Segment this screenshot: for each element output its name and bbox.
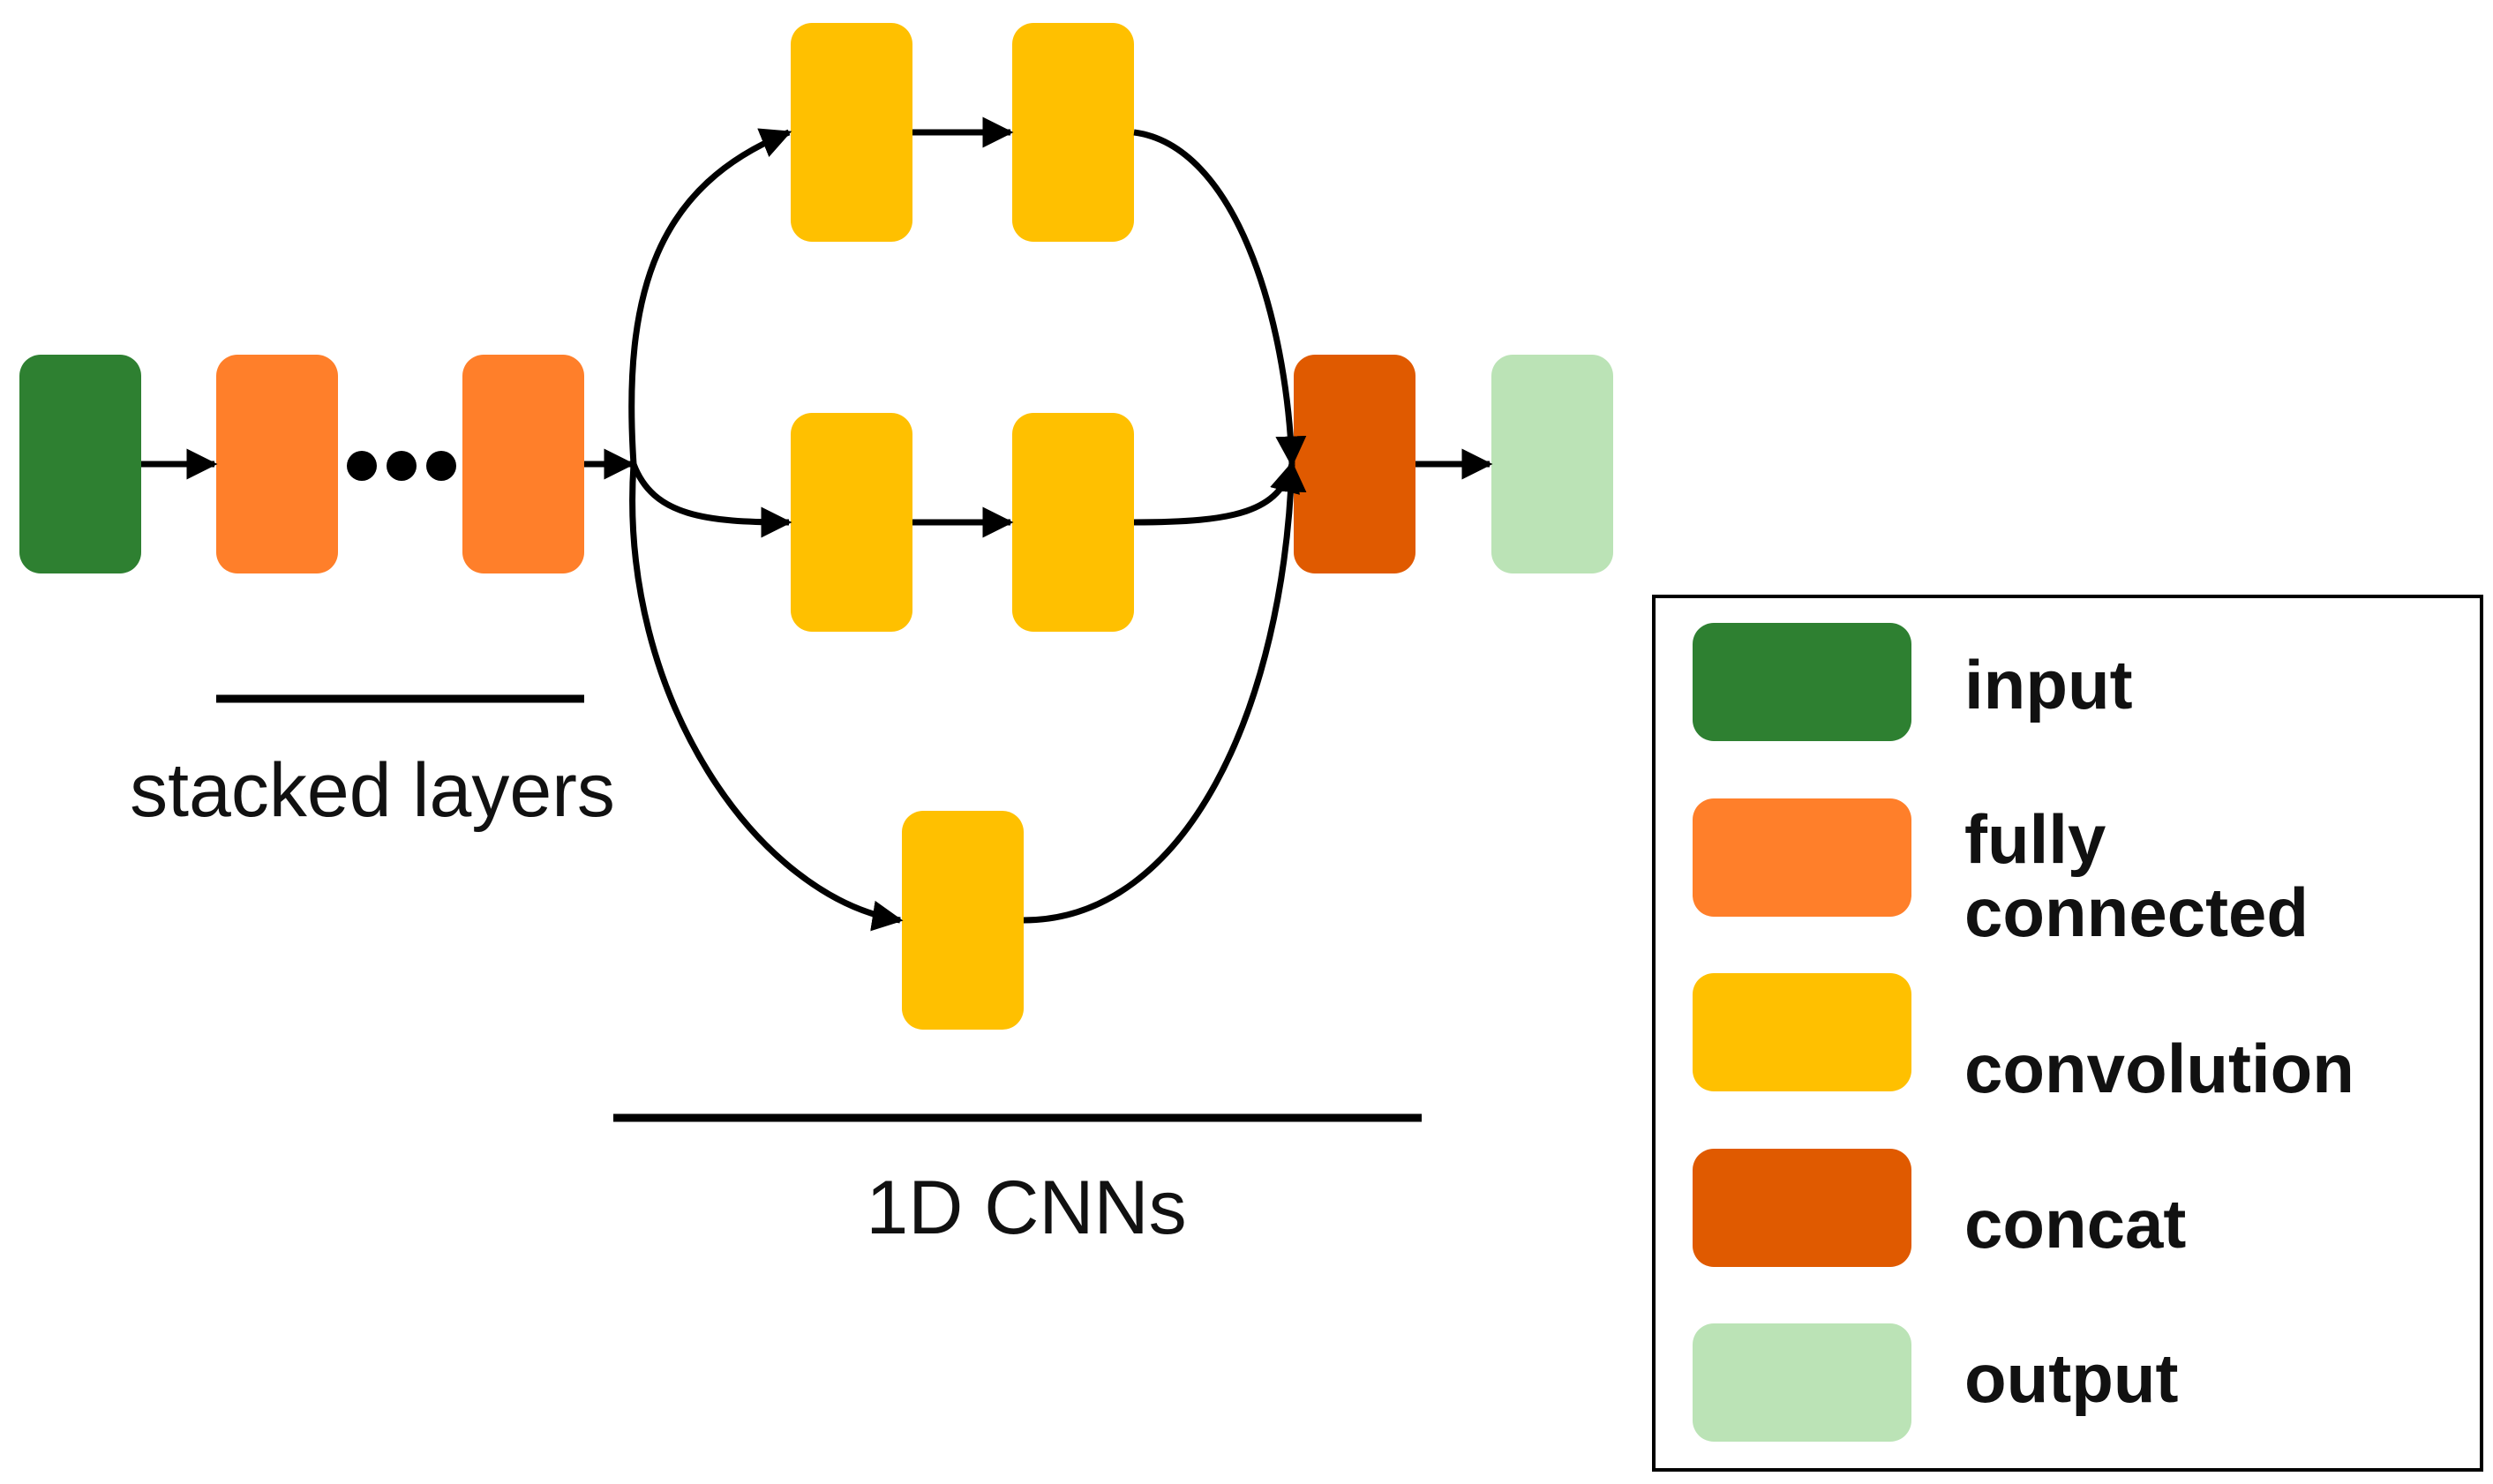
conv-box-top-2 [1012,23,1134,242]
legend-label-fully-connected: fully connected [1964,800,2309,951]
legend-label-output: output [1964,1339,2179,1417]
edge-mid-to-concat [1133,461,1301,526]
edge-bottom-to-concat [1023,461,1307,924]
edge-branch-to-top [628,128,792,465]
legend-swatch-convolution [1693,973,1911,1091]
ellipsis-dots [347,451,456,481]
edge-branch-to-mid [630,462,792,538]
conv-box-mid-2 [1012,413,1134,632]
legend-label-convolution: convolution [1964,1030,2354,1107]
fully-connected-box-2 [462,355,584,573]
legend-swatch-fully-connected [1693,798,1911,917]
input-layer-box [19,355,141,573]
stacked-layers-label: stacked layers [130,748,615,833]
cnns-label: 1D CNNs [866,1165,1186,1250]
legend-label-concat: concat [1964,1185,2186,1263]
legend-label-connected: connected [1964,873,2309,951]
conv-box-bottom [902,811,1024,1030]
concat-layer-box [1294,355,1415,573]
legend-swatch-concat [1693,1149,1911,1267]
conv-box-mid-1 [791,413,912,632]
legend-swatch-output [1693,1323,1911,1442]
legend-label-fully: fully [1964,800,2106,878]
conv-box-top-1 [791,23,912,242]
edge-branch-to-bottom [629,463,904,932]
legend-label-input: input [1964,646,2133,723]
legend: input fully connected convolution concat… [1652,595,2483,1472]
output-layer-box [1491,355,1613,573]
fully-connected-box-1 [216,355,338,573]
legend-swatch-input [1693,623,1911,741]
edge-top-to-concat [1133,129,1307,468]
